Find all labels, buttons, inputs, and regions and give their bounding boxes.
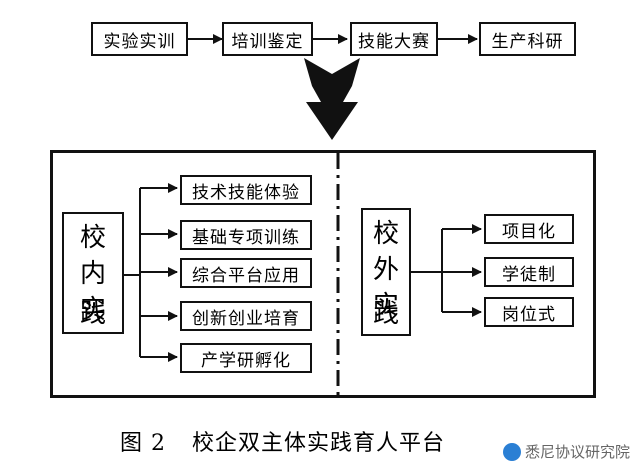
external-label-char-3: 实: [372, 291, 399, 321]
flow-box-3: 技能大赛: [350, 22, 438, 56]
flow-box-1-label: 实验实训: [103, 31, 176, 52]
external-label-char-4: 践: [372, 299, 399, 329]
external-item-3: 岗位式: [484, 297, 574, 327]
campus-item-1: 技术技能体验: [180, 175, 312, 205]
external-practice-box: 校 外 实: [361, 208, 411, 336]
external-label-char-2: 外: [372, 255, 399, 285]
campus-item-1-label: 技术技能体验: [192, 182, 300, 203]
campus-label-char-4: 践: [79, 299, 106, 329]
flow-box-2-label: 培训鉴定: [231, 31, 304, 52]
external-item-3-label: 岗位式: [502, 304, 556, 325]
flow-box-1: 实验实训: [91, 22, 188, 56]
flow-box-2: 培训鉴定: [222, 22, 313, 56]
flow-box-4: 生产科研: [479, 22, 576, 56]
figure-title: 校企双主体实践育人平台: [192, 431, 446, 456]
platform-frame: [50, 150, 596, 398]
flow-box-4-label: 生产科研: [491, 31, 564, 52]
campus-label-char-1: 校: [79, 223, 106, 253]
external-item-2: 学徒制: [484, 257, 574, 287]
figure-number: 图 2: [120, 431, 166, 456]
external-item-2-label: 学徒制: [502, 264, 556, 285]
campus-item-5-label: 产学研孵化: [201, 350, 291, 371]
external-item-1-label: 项目化: [502, 221, 556, 242]
big-down-arrow-icon: [304, 58, 360, 140]
campus-item-2: 基础专项训练: [180, 220, 312, 250]
campus-item-5: 产学研孵化: [180, 343, 312, 373]
watermark-text: 悉尼协议研究院: [524, 443, 630, 461]
wechat-logo-icon: [502, 442, 521, 461]
campus-item-4: 创新创业培育: [180, 301, 312, 331]
campus-item-3: 综合平台应用: [180, 258, 312, 288]
campus-item-4-label: 创新创业培育: [192, 308, 300, 329]
figure-caption: 图 2 校企双主体实践育人平台: [120, 425, 445, 457]
campus-item-2-label: 基础专项训练: [192, 227, 300, 248]
external-label-char-1: 校: [372, 219, 399, 249]
campus-practice-box: 校 内 实: [62, 212, 124, 334]
campus-item-3-label: 综合平台应用: [192, 265, 300, 286]
watermark: 悉尼协议研究院: [502, 441, 630, 462]
external-item-1: 项目化: [484, 214, 574, 244]
flow-box-3-label: 技能大赛: [358, 31, 430, 52]
campus-label-char-3: 实: [79, 295, 106, 325]
campus-label-char-2: 内: [79, 259, 106, 289]
